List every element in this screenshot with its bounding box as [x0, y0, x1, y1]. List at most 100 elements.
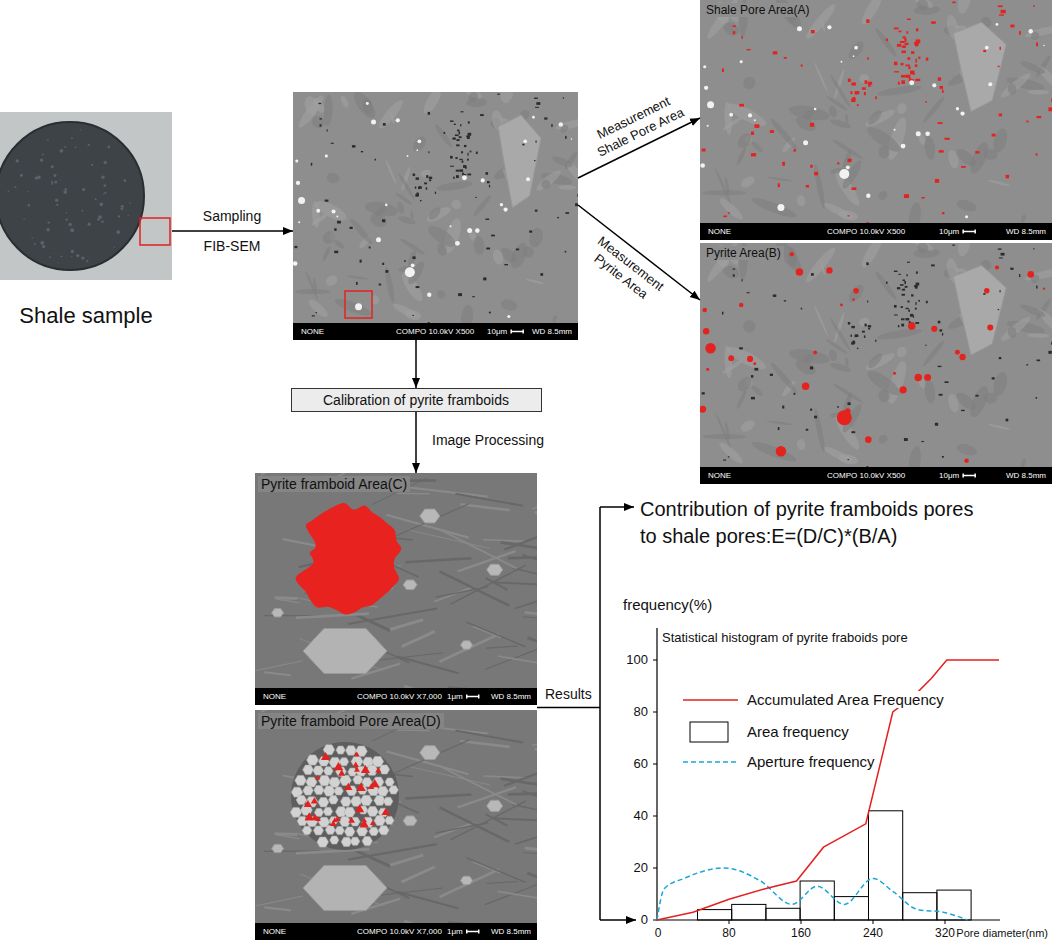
pore-mark: [999, 14, 1004, 15]
speckle: [40, 159, 43, 162]
speckle: [103, 161, 106, 164]
fabric-streak: [404, 921, 485, 923]
pore-mark: [1001, 10, 1006, 13]
grain-patch: [350, 92, 379, 122]
pore-mark: [902, 294, 905, 296]
pore-mark: [921, 197, 924, 198]
grain-patch: [551, 154, 574, 169]
speckle: [128, 215, 129, 216]
pyrite-grain: [740, 60, 743, 63]
fabric-streak: [498, 891, 537, 898]
pore-mark: [983, 293, 985, 295]
pore-mark: [903, 36, 906, 38]
scale-info: 1μm: [447, 923, 463, 940]
grain-patch: [722, 359, 744, 375]
pyrite-grain: [960, 111, 964, 115]
pore-mark: [782, 406, 784, 409]
pore-mark: [453, 177, 454, 179]
grain-patch: [435, 289, 446, 300]
microcrystal: [318, 798, 329, 807]
pore-mark: [939, 150, 944, 152]
pore-mark: [319, 118, 322, 119]
pore-mark: [1000, 290, 1001, 292]
axis-line: [657, 628, 1000, 920]
scale-info: COMPO 10.0kV X500: [827, 223, 905, 240]
framboid-pore: [344, 783, 352, 790]
pore-mark: [848, 322, 850, 325]
pyrite-grain: [894, 129, 896, 131]
grain-patch: [873, 270, 898, 302]
grain-patch: [829, 317, 852, 351]
pore-mark: [420, 200, 421, 201]
pyrite-grain: [427, 293, 431, 297]
grain-patch: [866, 108, 884, 127]
grain-patch: [742, 319, 757, 334]
microcrystal: [379, 826, 390, 835]
pore-mark: [419, 186, 422, 188]
speckle: [8, 191, 10, 193]
pore-mark: [462, 161, 464, 163]
fabric-streak: [486, 881, 518, 883]
pore-mark: [334, 228, 336, 231]
grain-patch: [787, 246, 798, 266]
microcrystal: [313, 766, 324, 775]
image-title: Pyrite Area(B): [703, 246, 784, 260]
tick-label: 40: [634, 808, 648, 823]
pyrite-grain: [984, 288, 990, 294]
pore-mark: [360, 260, 362, 263]
pyrite-grain: [802, 383, 810, 391]
speckle: [47, 140, 49, 142]
results-label: Results: [545, 686, 592, 702]
pyrite-grain: [571, 138, 573, 140]
pore-mark: [1051, 98, 1052, 102]
grain-patch: [739, 174, 757, 190]
scale-info: WD 8.5mm: [491, 688, 531, 705]
pore-mark: [1048, 351, 1051, 354]
pore-mark: [904, 281, 905, 282]
pore-mark: [906, 308, 909, 309]
pore-mark: [1051, 342, 1052, 345]
pore-mark: [352, 145, 356, 147]
grain-patch: [1027, 89, 1049, 94]
pyrite-grain: [706, 368, 709, 371]
microcrystal: [377, 786, 388, 796]
pyrite-grain: [700, 406, 706, 413]
speckle: [27, 191, 28, 192]
pore-mark: [435, 192, 436, 194]
pore-mark: [901, 80, 905, 84]
pore-mark: [806, 185, 809, 188]
grain-patch: [717, 196, 745, 223]
microcrystal: [290, 807, 301, 817]
fabric-streak: [535, 512, 537, 513]
fabric-streak: [515, 596, 537, 609]
pore-mark: [459, 159, 462, 160]
pyrite-grain: [366, 102, 369, 105]
speckle: [32, 237, 33, 238]
grain-patch: [829, 74, 852, 108]
microcrystal: [341, 797, 352, 806]
pyrite-grain: [526, 177, 530, 181]
pyrite-grain: [932, 83, 936, 87]
pore-mark: [904, 438, 908, 441]
pyrite-grain: [450, 225, 452, 227]
scale-info: COMPO 10.0kV X500: [827, 467, 905, 484]
pore-mark: [851, 431, 855, 433]
microcrystal: [357, 826, 368, 836]
grain-patch: [333, 238, 346, 250]
pore-mark: [455, 134, 459, 136]
grain-patch: [735, 390, 747, 410]
pyrite-crystal: [403, 816, 417, 826]
grain-patch: [999, 314, 1033, 344]
pyrite-grain: [411, 263, 415, 267]
grain-patch: [822, 444, 854, 465]
info-bar: [700, 467, 1052, 484]
axis-tick: [653, 764, 657, 765]
grain-patch: [846, 39, 866, 62]
grain-patch: [864, 123, 903, 156]
grain-patch: [984, 393, 998, 404]
grain-patch: [459, 304, 474, 323]
pore-mark: [491, 235, 495, 237]
grain-patch: [796, 438, 806, 451]
pore-mark: [998, 309, 1000, 310]
